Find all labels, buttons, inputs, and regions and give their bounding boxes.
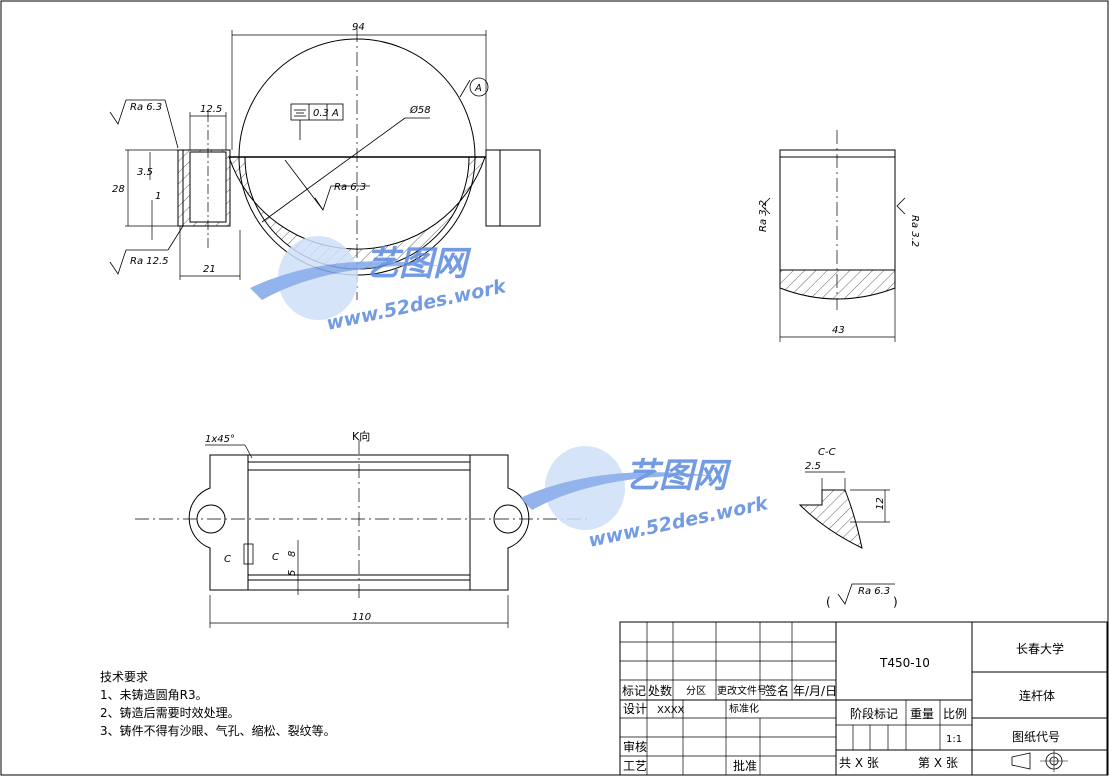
main-view bbox=[109, 28, 541, 300]
header-zone: 分区 bbox=[686, 685, 706, 697]
scale-value: 1:1 bbox=[946, 734, 962, 745]
k-view-title: K向 bbox=[352, 429, 370, 443]
k-view bbox=[135, 440, 590, 628]
header-change-doc: 更改文件号 bbox=[717, 684, 767, 697]
stage-label: 阶段标记 bbox=[850, 706, 898, 721]
dim-5: 5 bbox=[287, 570, 298, 576]
sheet-number: 第 X 张 bbox=[918, 756, 958, 770]
section-cc bbox=[798, 471, 890, 549]
standardize-label: 标准化 bbox=[729, 702, 759, 715]
k-right-lug bbox=[469, 454, 530, 591]
part-name: 连杆体 bbox=[1019, 688, 1055, 703]
title-block bbox=[619, 621, 1108, 776]
roughness-top-left: Ra 6.3 bbox=[130, 102, 162, 113]
section-cc-title: C-C bbox=[818, 447, 836, 458]
dim-28: 28 bbox=[112, 184, 125, 195]
side-body bbox=[779, 149, 896, 271]
process-label: 工艺 bbox=[623, 759, 647, 773]
sheets-total: 共 X 张 bbox=[839, 756, 879, 770]
main-view-text: 94 Ø58 12.5 3.5 28 1 21 Ra 6.3 Ra 12.5 R… bbox=[112, 22, 482, 275]
section-letter-a: C bbox=[224, 554, 231, 565]
design-label: 设计 bbox=[623, 702, 647, 716]
roughness-side-left: Ra 3.2 bbox=[758, 200, 769, 232]
general-roughness: ( Ra 6.3 ) bbox=[826, 583, 898, 609]
note-item: 3、铸件不得有沙眼、气孔、缩松、裂纹等。 bbox=[100, 723, 336, 738]
general-roughness-value: Ra 6.3 bbox=[858, 586, 890, 597]
watermark-2: 艺图网 www.52des.work bbox=[520, 446, 771, 552]
dim-8: 8 bbox=[287, 551, 298, 557]
header-date: 年/月/日 bbox=[793, 684, 837, 698]
general-roughness-close: ) bbox=[893, 595, 898, 609]
roughness-side-right: Ra 3.2 bbox=[909, 215, 920, 247]
header-count: 处数 bbox=[648, 683, 672, 698]
dim-94: 94 bbox=[352, 22, 365, 33]
dim-110: 110 bbox=[352, 612, 371, 623]
watermark-globe-icon bbox=[278, 236, 358, 320]
review-label: 审核 bbox=[623, 739, 647, 754]
dim-43: 43 bbox=[832, 325, 845, 336]
section-cc-shape bbox=[798, 489, 863, 549]
dim-3-5: 3.5 bbox=[137, 167, 153, 178]
side-shell-section bbox=[779, 269, 896, 300]
dim-21: 21 bbox=[203, 264, 216, 275]
tolerance-datum: A bbox=[331, 108, 339, 119]
chamfer-note: 1x45° bbox=[205, 434, 235, 445]
projection-cone-icon bbox=[1011, 752, 1031, 770]
note-item: 2、铸造后需要时效处理。 bbox=[100, 705, 240, 720]
roughness-inner: Ra 6.3 bbox=[334, 182, 366, 193]
watermark-brand: 艺图网 bbox=[625, 456, 732, 496]
header-mark: 标记 bbox=[622, 684, 646, 698]
dim-1: 1 bbox=[155, 191, 161, 202]
designer-name: XXXX bbox=[657, 705, 685, 716]
header-sign: 签名 bbox=[765, 683, 789, 698]
drawing-code-label: 图纸代号 bbox=[1012, 730, 1060, 744]
technical-notes: 技术要求 1、未铸造圆角R3。 2、铸造后需要时效处理。 3、铸件不得有沙眼、气… bbox=[100, 670, 336, 738]
watermark-brand: 艺图网 bbox=[365, 244, 472, 284]
watermark-1: 艺图网 www.52des.work bbox=[250, 236, 509, 335]
weight-label: 重量 bbox=[910, 707, 934, 721]
k-left-lug bbox=[188, 454, 249, 591]
title-block-text: T450-10 长春大学 连杆体 图纸代号 标记 处数 分区 更改文件号 签名 … bbox=[622, 641, 1064, 773]
dim-12-5: 12.5 bbox=[200, 104, 222, 115]
tolerance-frame bbox=[290, 103, 344, 121]
section-letter-b: C bbox=[272, 552, 279, 563]
approve-label: 批准 bbox=[733, 758, 757, 773]
dim-12: 12 bbox=[875, 497, 886, 510]
scale-label: 比例 bbox=[943, 707, 967, 721]
right-flange bbox=[485, 149, 541, 227]
roughness-bottom-left: Ra 12.5 bbox=[130, 256, 169, 267]
drawing-number: T450-10 bbox=[879, 656, 930, 670]
note-item: 1、未铸造圆角R3。 bbox=[100, 687, 208, 702]
datum-label: A bbox=[474, 83, 482, 94]
notes-title: 技术要求 bbox=[100, 670, 148, 684]
school-name: 长春大学 bbox=[1016, 641, 1064, 656]
side-view bbox=[761, 130, 906, 342]
dim-2-5: 2.5 bbox=[805, 461, 821, 472]
tolerance-value: 0.3 bbox=[313, 108, 329, 119]
general-roughness-open: ( bbox=[826, 595, 831, 609]
dim-dia-58: Ø58 bbox=[409, 104, 431, 116]
